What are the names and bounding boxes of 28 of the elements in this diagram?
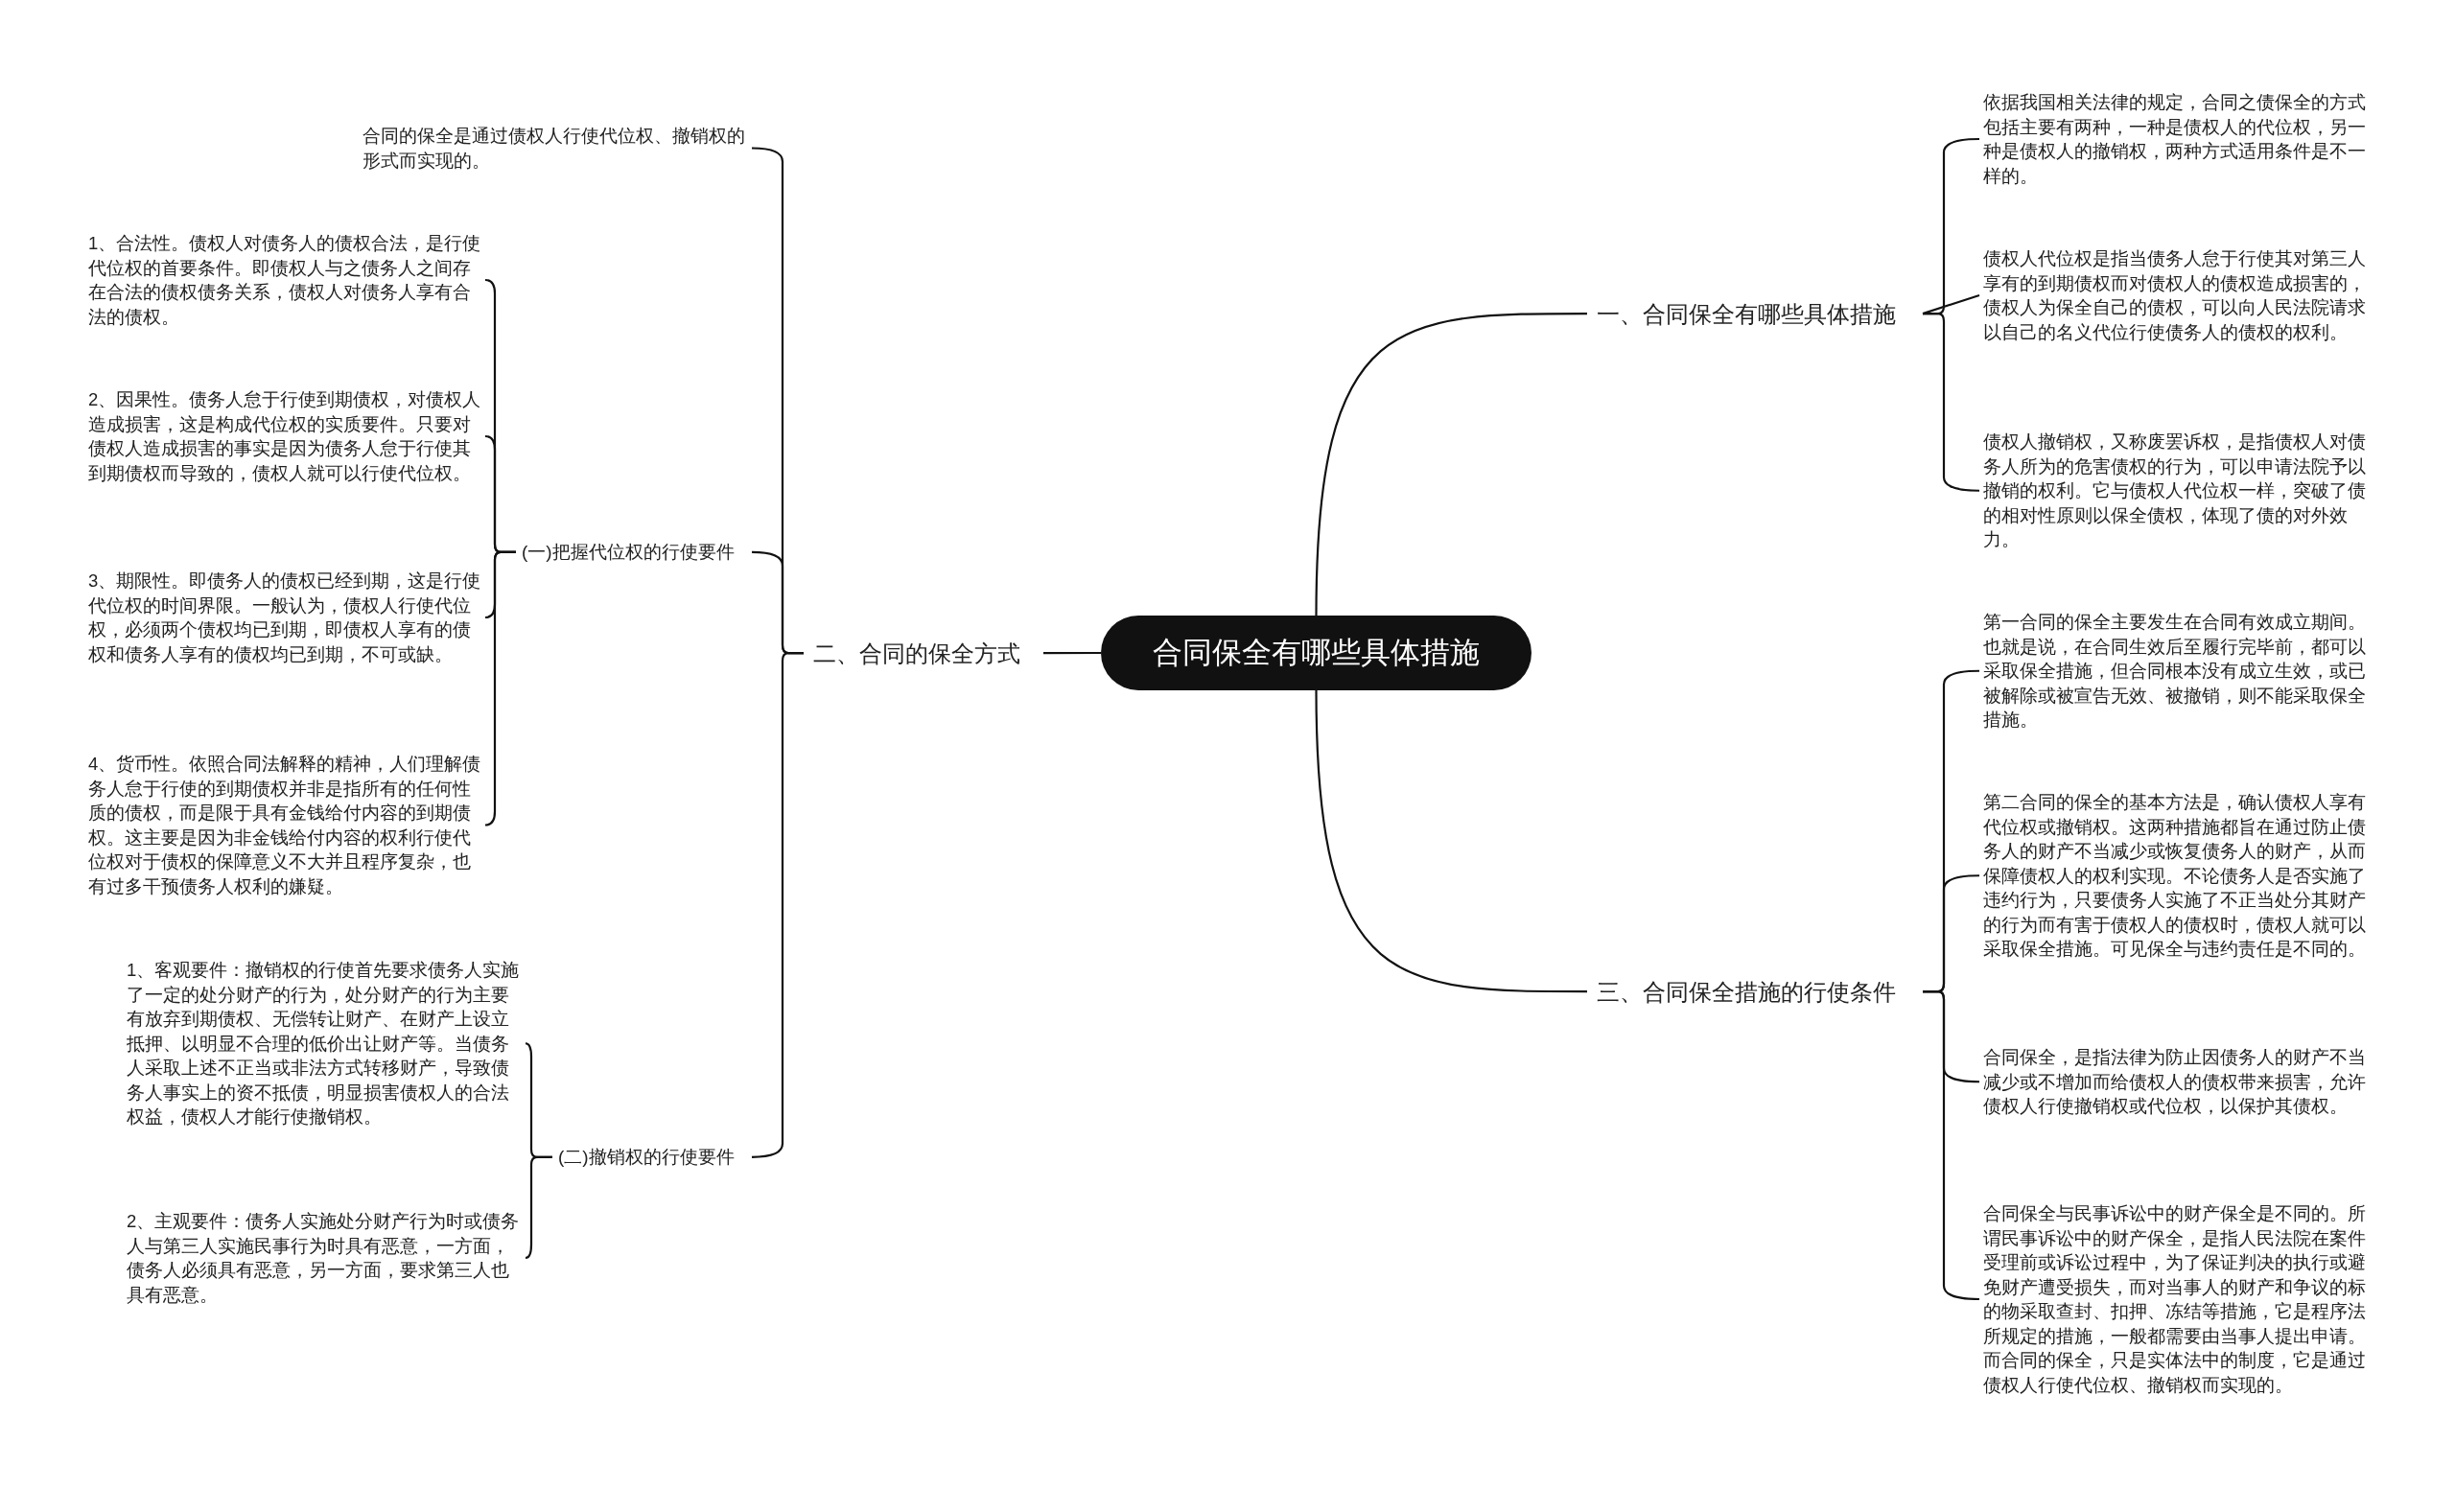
note-text: 合同保全，是指法律为防止因债务人的财产不当减少或不增加而给债权人的债权带来损害，允许债权人行使撤销权或代位权，以保护其债权。: [1979, 1043, 2380, 1121]
branch-topic: 一、合同保全有哪些具体措施: [1587, 294, 1923, 333]
note-text: 4、货币性。依照合同法解释的精神，人们理解债务人怠于行使的到期债权并非是指所有的任何性质的债权，而是限于具有金钱给付内容的到期债权。这主要是因为非金钱给付内容的权利行使代位权对于债权的保障意义不大并且程序复杂，也有过多干预债务人权利的嫌疑。: [84, 750, 485, 900]
note-text: 依据我国相关法律的规定，合同之债保全的方式包括主要有两种，一种是债权人的代位权，另一种是债权人的撤销权，两种方式适用条件是不一样的。: [1979, 88, 2380, 190]
connector-line: [1315, 689, 1587, 993]
connector-line: [1923, 313, 1979, 492]
note-text: 债权人代位权是指当债务人怠于行使其对第三人享有的到期债权而对债权人的债权造成损害的，债权人为保全自己的债权，可以向人民法院请求以自己的名义代位行使债务人的债权的权利。: [1979, 244, 2380, 346]
note-text: 第二合同的保全的基本方法是，确认债权人享有代位权或撤销权。这两种措施都旨在通过防止债务人的财产不当减少或恢复债务人的财产，从而保障债权人的权利实现。不论债务人是否实施了违约行为，只要债务人实施了不正当处分其财产的行为而有害于债权人的债权时，债权人就可以采取保全措施。可见保全与违约责任是不同的。: [1979, 788, 2380, 964]
central-topic: 合同保全有哪些具体措施: [1101, 616, 1531, 690]
note-text: 2、主观要件：债务人实施处分财产行为时或债务人与第三人实施民事行为时具有恶意，一方面，债务人必须具有恶意，另一方面，要求第三人也具有恶意。: [123, 1207, 526, 1309]
note-text: 债权人撤销权，又称废罢诉权，是指债权人对债务人所为的危害债权的行为，可以申请法院予以撤销的权利。它与债权人代位权一样，突破了债的相对性原则以保全债权，体现了债的对外效力。: [1979, 428, 2380, 554]
connector-line: [525, 1155, 552, 1260]
note-text: 合同的保全是通过债权人行使代位权、撤销权的形式而实现的。: [359, 122, 752, 174]
branch-topic: 二、合同的保全方式: [804, 634, 1043, 672]
note-text: 3、期限性。即债务人的债权已经到期，这是行使代位权的时间界限。一般认为，债权人行使代位权，必须两个债权均已到期，即债权人享有的债权和债务人享有的债权均已到期，不可或缺。: [84, 567, 485, 668]
connector-line: [1043, 651, 1101, 655]
note-text: 合同保全与民事诉讼中的财产保全是不同的。所谓民事诉讼中的财产保全，是指人民法院在案件受理前或诉讼过程中，为了保证判决的执行或避免财产遭受损失，而对当事人的财产和争议的标的物采取查封、扣押、冻结等措施，它是程序法所规定的措施，一般都需要由当事人提出申请。而合同的保全，只是实体法中的制度，它是通过债权人行使代位权、撤销权而实现的。: [1979, 1199, 2380, 1399]
connector-line: [1923, 990, 1979, 1301]
note-text: 2、因果性。债务人怠于行使到期债权，对债权人造成损害，这是构成代位权的实质要件。只要对债权人造成损害的事实是因为债务人怠于行使其到期债权而导致的，债权人就可以行使代位权。: [84, 385, 485, 487]
branch-topic: 三、合同保全措施的行使条件: [1587, 972, 1923, 1011]
connector-line: [1922, 293, 1980, 315]
note-text: 第一合同的保全主要发生在合同有效成立期间。也就是说，在合同生效后至履行完毕前，都可以采取保全措施，但合同根本没有成立生效，或已被解除或被宣告无效、被撤销，则不能采取保全措施。: [1979, 608, 2380, 734]
subtopic-text: (二)撤销权的行使要件: [552, 1141, 752, 1174]
connector-line: [1315, 313, 1587, 616]
connector-line: [484, 550, 516, 826]
subtopic-text: (一)把握代位权的行使要件: [516, 536, 752, 569]
note-text: 1、合法性。债权人对债务人的债权合法，是行使代位权的首要条件。即债权人与之债务人之间存在合法的债权债务关系，债权人对债务人享有合法的债权。: [84, 229, 485, 331]
note-text: 1、客观要件：撤销权的行使首先要求债务人实施了一定的处分财产的行为，处分财产的行为主要有放弃到期债权、无偿转让财产、在财产上设立抵押、以明显不合理的低价出让财产等。当债务人采取上述不正当或非法方式转移财产，导致债务人事实上的资不抵债，明显损害债权人的合法权益，债权人才能行使撤销权。: [123, 956, 526, 1131]
